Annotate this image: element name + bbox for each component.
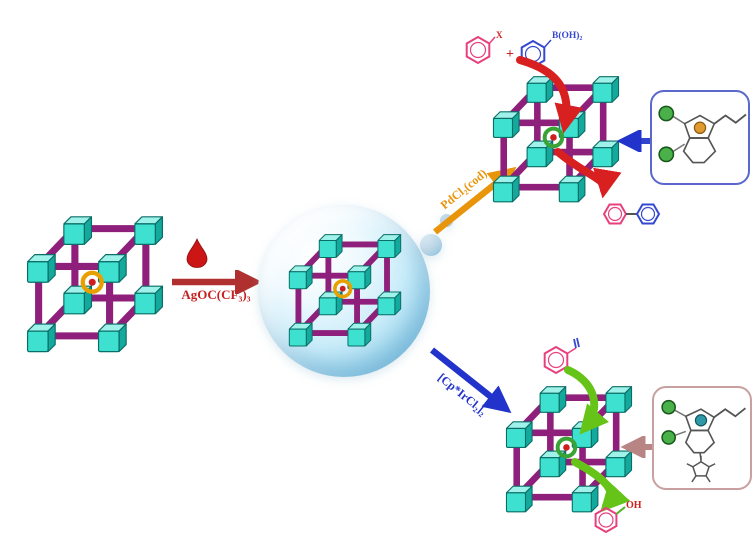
plus-sign: + <box>506 47 514 62</box>
nhc-ring <box>684 408 716 432</box>
ir-substrate-arrows <box>564 366 631 513</box>
chloride-ligand-icon <box>661 430 676 445</box>
metal-ring-core <box>563 444 570 451</box>
pd-center-icon <box>693 121 707 135</box>
mof-cube-start <box>26 212 164 358</box>
activation-reagent-label: AgOC(CF₃)₃ <box>181 287 251 302</box>
ligand-ring <box>682 137 717 164</box>
nhc-ring <box>683 114 716 139</box>
alcohol-product-molecule: OH <box>594 500 642 534</box>
cp-star-ligand <box>686 455 716 483</box>
metal-ring <box>542 126 565 149</box>
ir-center-icon <box>694 414 708 427</box>
ligand-ring <box>684 429 716 454</box>
chloride-ligand-icon <box>658 146 675 163</box>
alcohol-label: OH <box>626 500 642 511</box>
activation-arrow <box>172 270 263 294</box>
metal-ring <box>555 436 578 459</box>
bubble-trail-large <box>420 234 442 256</box>
ir-complex-structure <box>661 399 747 483</box>
metal-ring <box>80 270 104 294</box>
chloride-ligand-icon <box>661 399 676 415</box>
metal-ring-core <box>88 278 96 286</box>
pd-complex-insertion-arrow <box>616 130 650 152</box>
reagent-droplet-icon <box>186 238 208 268</box>
mof-cube-ir <box>505 382 633 518</box>
boronic-acid-label: B(OH)₂ <box>552 30 582 41</box>
aryl-halide-substituent-label: X <box>496 30 503 40</box>
biaryl-product-molecule <box>602 203 661 225</box>
metal-ring-core <box>550 134 557 141</box>
ir-complex-box <box>652 386 752 490</box>
alkyl-chain <box>713 407 747 419</box>
pd-complex-structure <box>658 105 747 164</box>
chloride-ligand-icon <box>658 105 675 122</box>
ir-complex-insertion-arrow <box>620 436 652 458</box>
aryl-halide-molecule: X <box>465 30 503 65</box>
mof-cube-activated <box>288 230 402 352</box>
metal-ring-core <box>339 285 346 292</box>
alkyl-chain <box>713 113 747 125</box>
ir-branch-arrow <box>429 347 512 414</box>
carbonyl-reactant-molecule <box>543 337 580 375</box>
mof-cube-pd <box>492 72 620 208</box>
suzuki-substrate-arrows <box>516 56 622 199</box>
pd-complex-box <box>650 90 750 185</box>
metal-ring <box>333 279 353 299</box>
